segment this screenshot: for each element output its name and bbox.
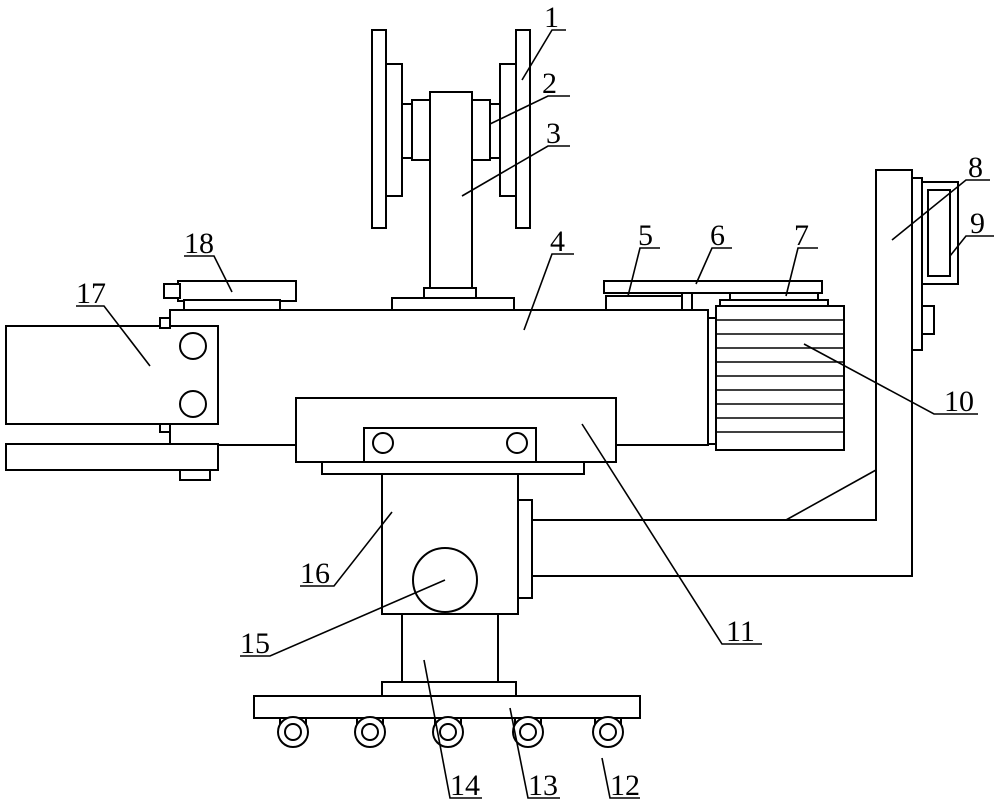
label-12: 12: [610, 769, 640, 802]
leader-8: [891, 179, 990, 241]
left-clamp: [5, 317, 219, 481]
top-plate-18-tab: [163, 283, 181, 299]
left-inner-disc: [385, 63, 403, 197]
label-2: 2: [542, 67, 557, 100]
beam-top-components: [163, 280, 829, 311]
right-hub: [489, 103, 501, 159]
leader-17: [76, 305, 151, 367]
motor: [707, 305, 845, 451]
leader-14: [423, 659, 482, 799]
right-inner-disc: [499, 63, 517, 197]
label-1: 1: [544, 1, 559, 34]
label-17: 17: [76, 277, 106, 310]
pulley-block-left: [605, 295, 683, 311]
slide-block: [295, 397, 617, 475]
leader-7: [785, 247, 818, 297]
label-5: 5: [638, 219, 653, 252]
leader-2: [489, 95, 570, 125]
leader-1: [521, 29, 566, 81]
clamp-pin: [159, 317, 171, 329]
slide-bolt: [372, 432, 394, 454]
leader-12: [601, 757, 640, 799]
leader-5: [627, 247, 660, 297]
base-platform: [253, 695, 641, 719]
right-collar: [471, 99, 491, 161]
caster-wheel: [354, 716, 386, 748]
column-foot-plate: [423, 287, 477, 299]
pulley-post: [681, 292, 693, 311]
label-14: 14: [450, 769, 480, 802]
lower-support-bar: [5, 443, 219, 471]
label-10: 10: [944, 385, 974, 418]
leader-18: [184, 255, 233, 293]
label-3: 3: [546, 117, 561, 150]
left-hub: [401, 103, 413, 159]
label-11: 11: [726, 615, 755, 648]
frame-side-plate: [911, 177, 923, 351]
leader-9: [949, 235, 994, 257]
label-6: 6: [710, 219, 725, 252]
vertical-support-column: [429, 91, 473, 291]
label-15: 15: [240, 627, 270, 660]
label-18: 18: [184, 227, 214, 260]
lower-bar-nut: [179, 469, 211, 481]
label-8: 8: [968, 151, 983, 184]
caster-wheel: [277, 716, 309, 748]
leader-15: [240, 579, 446, 657]
leader-lines: [76, 29, 994, 799]
label-4: 4: [550, 225, 565, 258]
top-plate-18-base: [183, 299, 281, 311]
leader-11: [581, 423, 762, 645]
leader-16: [300, 511, 393, 587]
column-base-plate: [391, 297, 515, 311]
motor-body: [715, 305, 845, 451]
leader-6: [695, 247, 732, 285]
lower-column-foot: [381, 681, 517, 697]
control-box-window: [927, 189, 951, 277]
drive-belt: [603, 280, 823, 294]
caster-wheel: [432, 716, 464, 748]
top-plate-18: [177, 280, 297, 302]
lift-housing: [381, 473, 533, 615]
label-13: 13: [528, 769, 558, 802]
lower-column: [401, 613, 499, 683]
casters: [277, 716, 624, 748]
clamp-bolt: [179, 332, 207, 360]
left-collar: [411, 99, 431, 161]
leader-10: [803, 343, 978, 415]
clamp-pin: [159, 423, 171, 433]
upper-wheel-assembly: [371, 29, 531, 311]
leader-4: [523, 253, 574, 331]
leader-13: [509, 707, 560, 799]
label-7: 7: [794, 219, 809, 252]
label-16: 16: [300, 557, 330, 590]
caster-wheel: [592, 716, 624, 748]
part-labels: 1 2 3 4 5 6 7 8 9 10 11 12 13 14 15 16 1…: [76, 1, 985, 802]
leader-3: [461, 145, 570, 197]
base-assembly: [253, 613, 641, 719]
slide-base-plate: [321, 461, 585, 475]
left-outer-disc: [371, 29, 387, 229]
frame-side-knob: [921, 305, 935, 335]
right-frame: [531, 169, 959, 577]
right-outer-disc: [515, 29, 531, 229]
caster-wheel: [512, 716, 544, 748]
housing-side-plate: [517, 499, 533, 599]
clamp-bolt: [179, 390, 207, 418]
frame-brace: [785, 469, 877, 521]
slide-bolt: [506, 432, 528, 454]
label-9: 9: [970, 207, 985, 240]
motor-flange: [707, 317, 717, 445]
